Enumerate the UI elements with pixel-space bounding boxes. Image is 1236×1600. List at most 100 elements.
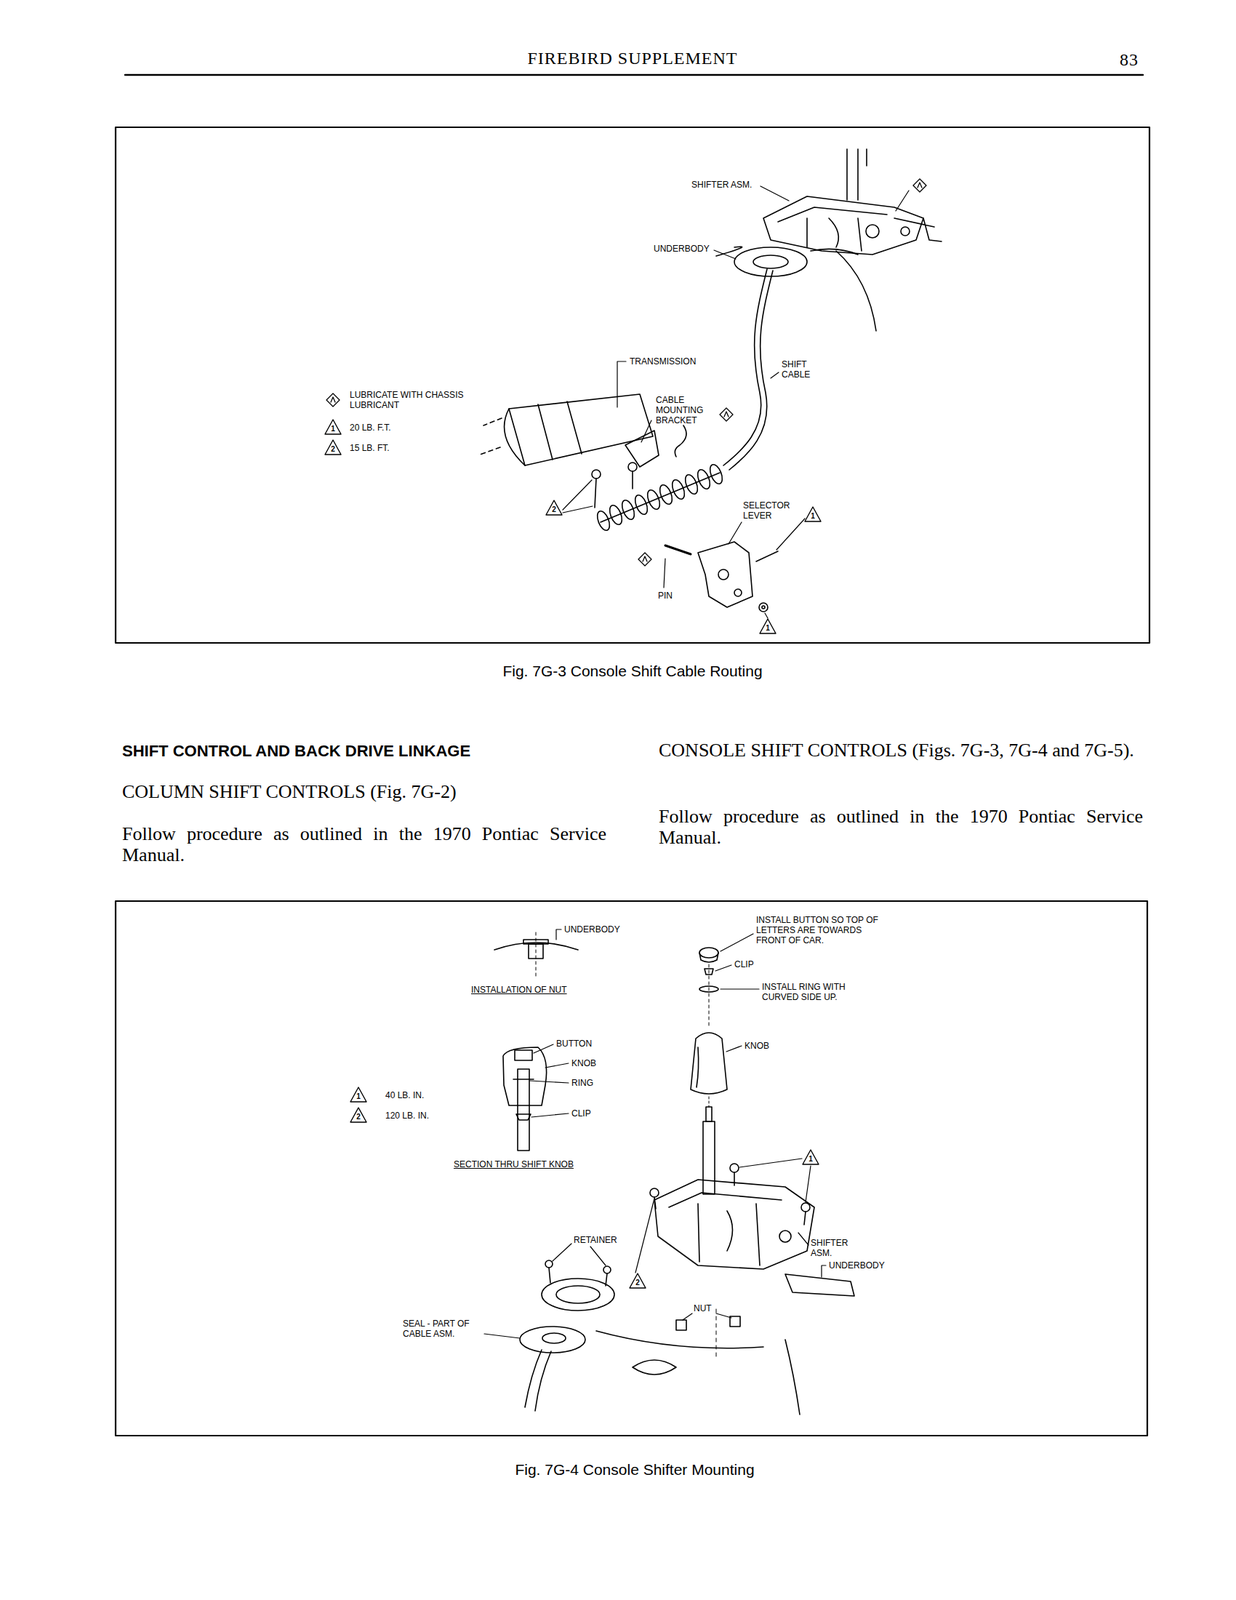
underbody-outline <box>716 246 877 331</box>
leader-line <box>562 186 909 618</box>
leader-line <box>641 420 652 443</box>
label-wrap: PIN <box>657 590 673 601</box>
callout-number: 2 <box>351 1112 366 1122</box>
lubricate-symbol <box>330 396 336 403</box>
selector-lever <box>759 602 768 612</box>
leader-line <box>720 933 754 951</box>
legend-wrap: LUBRICATE WITH CHASSIS LUBRICANT <box>349 389 474 411</box>
part-name: RING <box>571 1077 594 1088</box>
leader-line <box>821 1265 826 1277</box>
label-wrap: INSTALL RING WITH CURVED SIDE UP. <box>761 981 872 1002</box>
leader-line <box>682 1313 693 1320</box>
retainer-plate <box>541 1278 615 1311</box>
knob-section <box>513 1078 534 1080</box>
cable-seal <box>542 1332 566 1343</box>
selector-lever <box>665 541 778 612</box>
leader-line <box>552 1243 572 1261</box>
part-name: SHIFT CABLE <box>781 359 826 380</box>
part-name: SEAL - PART OF CABLE ASM. <box>402 1318 483 1339</box>
torque-callout-triangle <box>350 1086 367 1102</box>
selector-lever <box>718 569 729 580</box>
label-wrap: SHIFT CONTROL AND BACK DRIVE LINKAGE <box>122 741 471 761</box>
torque-callout-triangle <box>350 1107 367 1122</box>
leader-line <box>895 190 909 211</box>
legend-text: 40 LB. IN. <box>385 1089 424 1101</box>
leader-line <box>770 372 779 379</box>
part-name: KNOB <box>571 1057 597 1069</box>
callout-number: 1 <box>803 1154 818 1164</box>
leader-line <box>530 1080 569 1083</box>
callout-number: 1 <box>805 511 821 521</box>
figure-frame <box>115 127 1150 1436</box>
cable-mounting-bracket <box>674 425 687 457</box>
label-wrap: Fig. 7G-4 Console Shifter Mounting <box>343 1459 926 1479</box>
underbody-outline <box>753 255 789 269</box>
part-name: TRANSMISSION <box>629 356 696 367</box>
knob-exploded <box>708 1096 710 1107</box>
torque-callout-triangle <box>324 419 821 1288</box>
knob-section <box>503 1046 547 1151</box>
knob-exploded <box>690 1032 728 1094</box>
legend-wrap: 40 LB. IN. <box>385 1089 424 1101</box>
label-wrap: SHIFT CABLE <box>781 359 826 380</box>
label-wrap: 1 <box>351 1092 366 1101</box>
underbody-outline <box>596 1330 800 1415</box>
install-note: INSTALL RING WITH CURVED SIDE UP. <box>761 981 872 1002</box>
label-wrap: TRANSMISSION <box>629 356 696 367</box>
legend-text: 20 LB. F.T. <box>349 422 392 433</box>
knob-exploded <box>696 1046 699 1087</box>
underbody-outline <box>716 246 877 331</box>
header-rule <box>125 74 1143 76</box>
label-wrap: SELECTOR LEVER <box>743 500 802 521</box>
label-wrap: CABLE MOUNTING BRACKET <box>655 394 714 426</box>
leader-line <box>617 361 626 408</box>
knob-section <box>503 1046 547 1106</box>
leader-line <box>635 1198 655 1273</box>
leader-line <box>484 1333 520 1338</box>
figure-caption: Fig. 7G-3 Console Shift Cable Routing <box>341 661 924 680</box>
torque-callout-triangle <box>324 439 341 455</box>
subsection-heading: CONSOLE SHIFT CONTROLS (Figs. 7G-3, 7G-4… <box>658 739 1143 761</box>
leader-line <box>760 186 789 201</box>
label-wrap: COLUMN SHIFT CONTROLS (Fig. 7G-2) <box>122 780 607 802</box>
shifter-assembly <box>668 1192 782 1266</box>
part-name: UNDERBODY <box>564 924 621 935</box>
retainer-plate <box>605 1273 608 1286</box>
figure-frame <box>115 127 1150 643</box>
knob-exploded <box>705 1106 712 1122</box>
part-name: UNDERBODY <box>828 1259 885 1271</box>
leader-line <box>720 988 760 989</box>
cable-seal <box>519 1326 586 1411</box>
label-wrap: UNDERBODY <box>564 924 621 935</box>
cable-mounting-bracket <box>591 425 687 508</box>
leader-line <box>531 1113 569 1117</box>
label-wrap: UNDERBODY <box>653 243 710 254</box>
leader-line <box>728 522 742 544</box>
part-name: UNDERBODY <box>653 243 710 254</box>
part-name: SHIFTER ASM. <box>810 1237 862 1258</box>
leader-line <box>764 612 768 618</box>
part-name: CLIP <box>734 958 754 970</box>
cable-mounting-bracket <box>631 471 634 489</box>
label-wrap: 1 <box>760 623 776 633</box>
shifter-assembly <box>894 218 942 242</box>
shifter-assembly <box>654 1179 815 1269</box>
transmission-case <box>479 394 653 466</box>
label-wrap: Follow procedure as outlined in the 1970… <box>122 823 607 866</box>
retainer-plate <box>548 1267 551 1283</box>
body-paragraph: Follow procedure as outlined in the 1970… <box>658 805 1143 848</box>
leader-line <box>663 558 666 588</box>
part-name: SHIFTER ASM. <box>691 179 752 190</box>
knob-exploded <box>703 1121 715 1194</box>
label-wrap: Follow procedure as outlined in the 1970… <box>658 805 1143 848</box>
label-wrap: BUTTON <box>556 1038 592 1049</box>
nut-installation-detail <box>535 932 537 978</box>
label-wrap: KNOB <box>571 1057 597 1069</box>
retainer-plate <box>545 1259 553 1268</box>
shifter-assembly <box>733 1172 736 1186</box>
legend-wrap: 120 LB. IN. <box>385 1110 429 1121</box>
label-wrap: SHIFTER ASM. <box>691 179 752 190</box>
callout-number: 2 <box>546 505 562 515</box>
leader-line <box>533 1044 554 1053</box>
legend-wrap: 20 LB. F.T. <box>349 422 392 433</box>
